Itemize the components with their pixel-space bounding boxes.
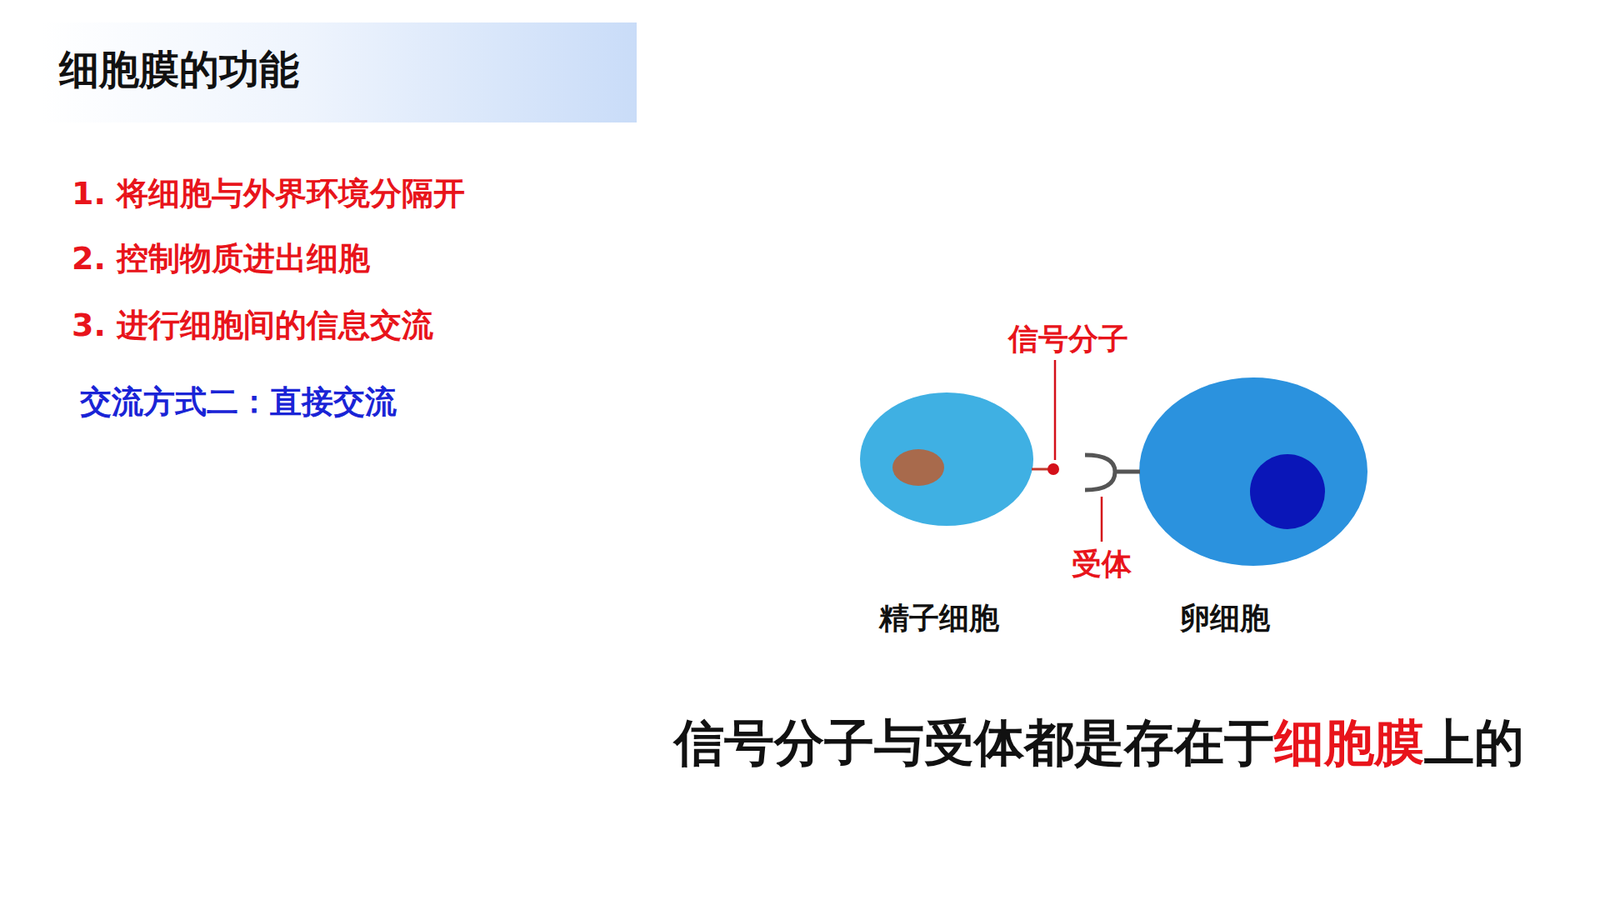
cell-label: 精子细胞 (879, 600, 1000, 636)
function-item: 3. 进行细胞间的信息交流 (71, 306, 434, 345)
function-item: 1. 将细胞与外界环境分隔开 (71, 175, 465, 214)
egg-cell (1139, 377, 1368, 566)
note-text: 细胞膜 (1274, 712, 1425, 773)
slide-title: 细胞膜的功能 (59, 45, 300, 95)
note-text: 上的 (1424, 712, 1525, 773)
receptor-stalk (1115, 470, 1140, 475)
leader-line (1100, 496, 1104, 542)
leader-line (1054, 360, 1057, 460)
sperm-cell (860, 392, 1034, 526)
sperm-nucleus (892, 449, 945, 486)
signal-molecule (1047, 463, 1060, 475)
egg-nucleus (1250, 454, 1325, 530)
part-label: 信号分子 (1008, 320, 1129, 357)
receptor (1085, 455, 1115, 490)
part-label: 受体 (1071, 545, 1132, 582)
note-text: 信号分子与受体都是存在于 (674, 712, 1275, 773)
note-sentence: 信号分子与受体都是存在于细胞膜上的 (674, 712, 1525, 773)
function-item: 2. 控制物质进出细胞 (71, 240, 370, 279)
cell-label: 卵细胞 (1180, 600, 1270, 636)
signal-stalk (1031, 468, 1049, 471)
subheading: 交流方式二：直接交流 (80, 383, 397, 422)
